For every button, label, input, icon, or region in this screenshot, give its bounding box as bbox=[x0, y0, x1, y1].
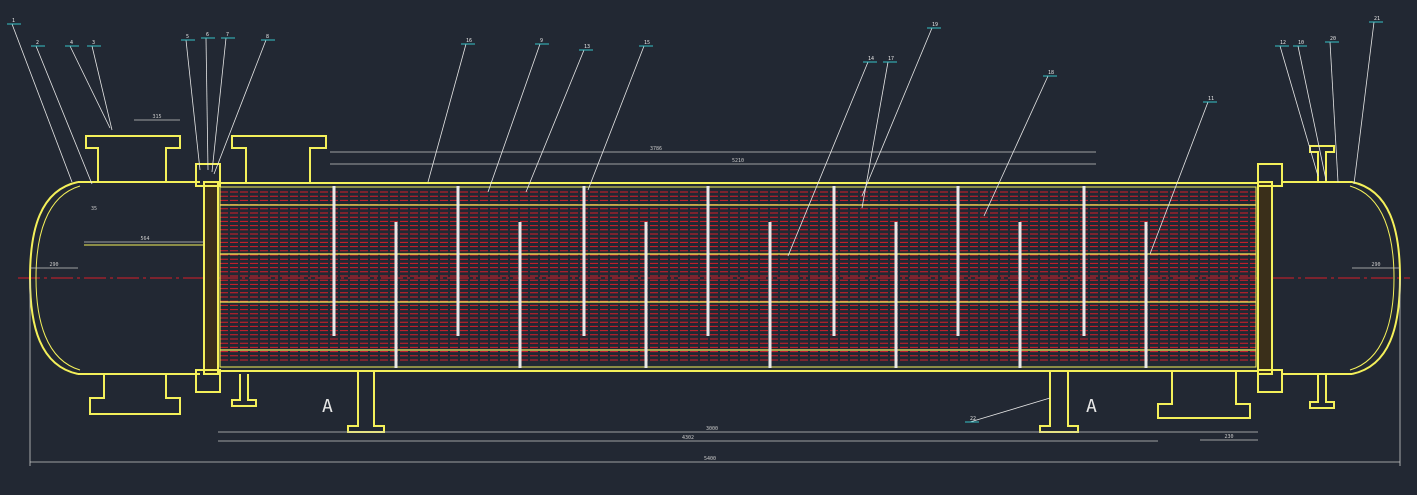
dim-saddle-gap: 230 bbox=[1224, 434, 1233, 440]
baffle-plate bbox=[1018, 222, 1022, 368]
section-marks: A A bbox=[322, 396, 1097, 417]
leader-line bbox=[1279, 45, 1319, 177]
vent-nozzle bbox=[1309, 145, 1335, 182]
leader-line bbox=[1149, 101, 1209, 255]
tube-bundle bbox=[220, 191, 1256, 361]
baffle-plate bbox=[706, 186, 710, 336]
leader-line bbox=[69, 45, 111, 129]
leader-line bbox=[787, 61, 869, 257]
nozzle-inlet-top bbox=[85, 135, 181, 182]
nozzle-outlet-bottom bbox=[89, 374, 181, 415]
drain-nozzle bbox=[1309, 374, 1335, 409]
right-head-inner bbox=[1349, 185, 1395, 371]
shell bbox=[28, 135, 1402, 433]
baffle-plate bbox=[332, 186, 336, 336]
part-label: 15 bbox=[644, 40, 650, 46]
leader-line bbox=[213, 39, 267, 175]
part-label: 2 bbox=[36, 40, 39, 46]
right-head bbox=[1351, 181, 1402, 375]
right-tubesheet bbox=[1257, 181, 1273, 375]
left-tubesheet bbox=[203, 181, 219, 375]
dim-overall: 5400 bbox=[704, 456, 716, 462]
drain-nozzle-left bbox=[231, 374, 257, 407]
nozzle-shell-top bbox=[231, 135, 327, 183]
dim-shell: 3000 bbox=[706, 426, 718, 432]
dim-right-head: 290 bbox=[1371, 262, 1380, 268]
leader-line bbox=[1353, 21, 1375, 185]
leader-line bbox=[969, 397, 1051, 423]
baffle-plate bbox=[456, 186, 460, 336]
dim-flange-thk: 35 bbox=[91, 206, 97, 212]
dimension-texts: 5400 4302 3000 3786 5210 564 290 290 315… bbox=[49, 114, 1380, 462]
leader-line bbox=[1297, 45, 1327, 181]
baffle-plate bbox=[1082, 186, 1086, 336]
part-label: 14 bbox=[868, 56, 874, 62]
baffle-plate bbox=[956, 186, 960, 336]
part-label: 3 bbox=[92, 40, 95, 46]
leader-line bbox=[983, 75, 1049, 217]
baffle-plate bbox=[644, 222, 648, 368]
part-label: 7 bbox=[226, 32, 229, 38]
dim-baffle-span: 3786 bbox=[650, 146, 662, 152]
part-label: 13 bbox=[584, 44, 590, 50]
left-head-inner bbox=[35, 185, 81, 371]
leader-line bbox=[861, 27, 933, 197]
part-label: 4 bbox=[70, 40, 73, 46]
leader-line bbox=[587, 45, 645, 191]
part-label: 8 bbox=[266, 34, 269, 40]
part-label: 16 bbox=[466, 38, 472, 44]
baffle-plate bbox=[832, 186, 836, 336]
leader-line bbox=[427, 43, 467, 183]
part-label: 9 bbox=[540, 38, 543, 44]
leader-line bbox=[185, 39, 201, 171]
baffle-plate bbox=[1144, 222, 1148, 368]
leader-line bbox=[35, 45, 93, 185]
part-label: 11 bbox=[1208, 96, 1214, 102]
part-label: 6 bbox=[206, 32, 209, 38]
nozzle-shell-bottom bbox=[1157, 371, 1251, 419]
part-label: 17 bbox=[888, 56, 894, 62]
right-flange-bottom bbox=[1257, 369, 1283, 393]
dim-left-head: 290 bbox=[49, 262, 58, 268]
part-label: 1 bbox=[12, 18, 15, 24]
part-label: 10 bbox=[1298, 40, 1304, 46]
dim-nozzle: 315 bbox=[152, 114, 161, 120]
dim-baffle-pitch: 5210 bbox=[732, 158, 744, 164]
dim-tube: 4302 bbox=[682, 435, 694, 441]
left-flange-bottom bbox=[195, 369, 221, 393]
leader-line bbox=[205, 37, 209, 171]
leader-line bbox=[11, 23, 73, 183]
leader-line bbox=[1329, 41, 1339, 183]
baffle-plate bbox=[394, 222, 398, 368]
right-flange-top bbox=[1257, 163, 1283, 187]
baffle-plate bbox=[582, 186, 586, 336]
leader-line bbox=[525, 49, 585, 193]
part-label: 18 bbox=[1048, 70, 1054, 76]
leader-line bbox=[861, 61, 889, 209]
baffle-plate bbox=[768, 222, 772, 368]
part-label: 5 bbox=[186, 34, 189, 40]
baffle-plate bbox=[894, 222, 898, 368]
part-label: 12 bbox=[1280, 40, 1286, 46]
part-label: 20 bbox=[1330, 36, 1336, 42]
leader-line bbox=[211, 37, 227, 173]
part-label: 21 bbox=[1374, 16, 1380, 22]
baffles bbox=[332, 186, 1148, 368]
shell-inner bbox=[219, 186, 1257, 368]
leader-line bbox=[91, 45, 113, 131]
baffle-plate bbox=[518, 222, 522, 368]
part-label: 19 bbox=[932, 22, 938, 28]
section-mark-right: A bbox=[1086, 396, 1097, 417]
section-mark-left: A bbox=[322, 396, 333, 417]
leader-line bbox=[487, 43, 541, 193]
part-label: 22 bbox=[970, 416, 976, 422]
dim-channel: 564 bbox=[140, 236, 149, 242]
dimension-lines bbox=[29, 119, 1401, 466]
left-head bbox=[28, 181, 79, 375]
